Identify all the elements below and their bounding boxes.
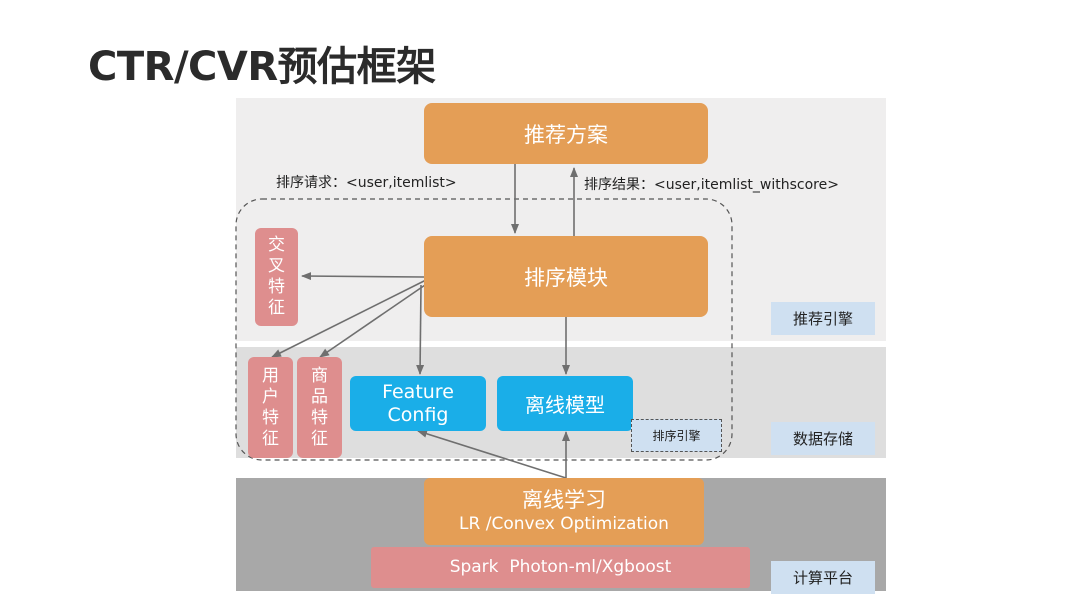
item-feature-box: 商品特征 [297,357,342,458]
cross-feature-box: 交叉特征 [255,228,298,326]
offline-model-box: 离线模型 [497,376,633,431]
arrow-rank-to-item [319,282,429,358]
offline-learning-box: 离线学习 LR /Convex Optimization [424,478,704,545]
arrow-rank-to-cross [301,272,425,281]
item-feature-label: 商品特征 [311,365,328,449]
offline-learning-subtitle: LR /Convex Optimization [459,513,669,534]
arrow-rank-to-user [271,279,427,358]
compute-platform-label: 计算平台 [792,569,853,587]
feature-config-box: Feature Config [350,376,486,431]
page-title: CTR/CVR预估框架 [88,44,436,90]
user-feature-label: 用户特征 [262,365,279,449]
rank-result-label: 排序结果：<user,itemlist_withscore> [584,177,839,193]
feature-config-label: Feature Config [382,380,454,426]
arrow-learning-to-config [417,429,567,479]
recommend-plan-label: 推荐方案 [524,122,608,147]
compute-platform-tag: 计算平台 [771,561,875,594]
rank-engine-tag: 排序引擎 [631,419,722,452]
data-storage-label: 数据存储 [792,430,853,448]
rank-module-label: 排序模块 [524,265,608,290]
rank-request-label: 排序请求：<user,itemlist> [276,175,457,191]
spark-bar: Spark Photon-ml/Xgboost [371,547,750,588]
recommend-engine-tag: 推荐引擎 [771,302,875,335]
arrow-rank-to-config [416,284,425,375]
cross-feature-label: 交叉特征 [268,235,285,318]
recommend-plan-box: 推荐方案 [424,103,708,164]
data-storage-tag: 数据存储 [771,422,875,455]
rank-engine-boundary [235,198,733,461]
offline-model-label: 离线模型 [525,393,605,417]
rank-module-box: 排序模块 [424,236,708,317]
rank-engine-label: 排序引擎 [652,429,701,443]
spark-bar-label: Spark Photon-ml/Xgboost [449,557,672,577]
user-feature-box: 用户特征 [248,357,293,458]
recommend-engine-label: 推荐引擎 [792,310,853,328]
offline-learning-title: 离线学习 [522,487,606,512]
